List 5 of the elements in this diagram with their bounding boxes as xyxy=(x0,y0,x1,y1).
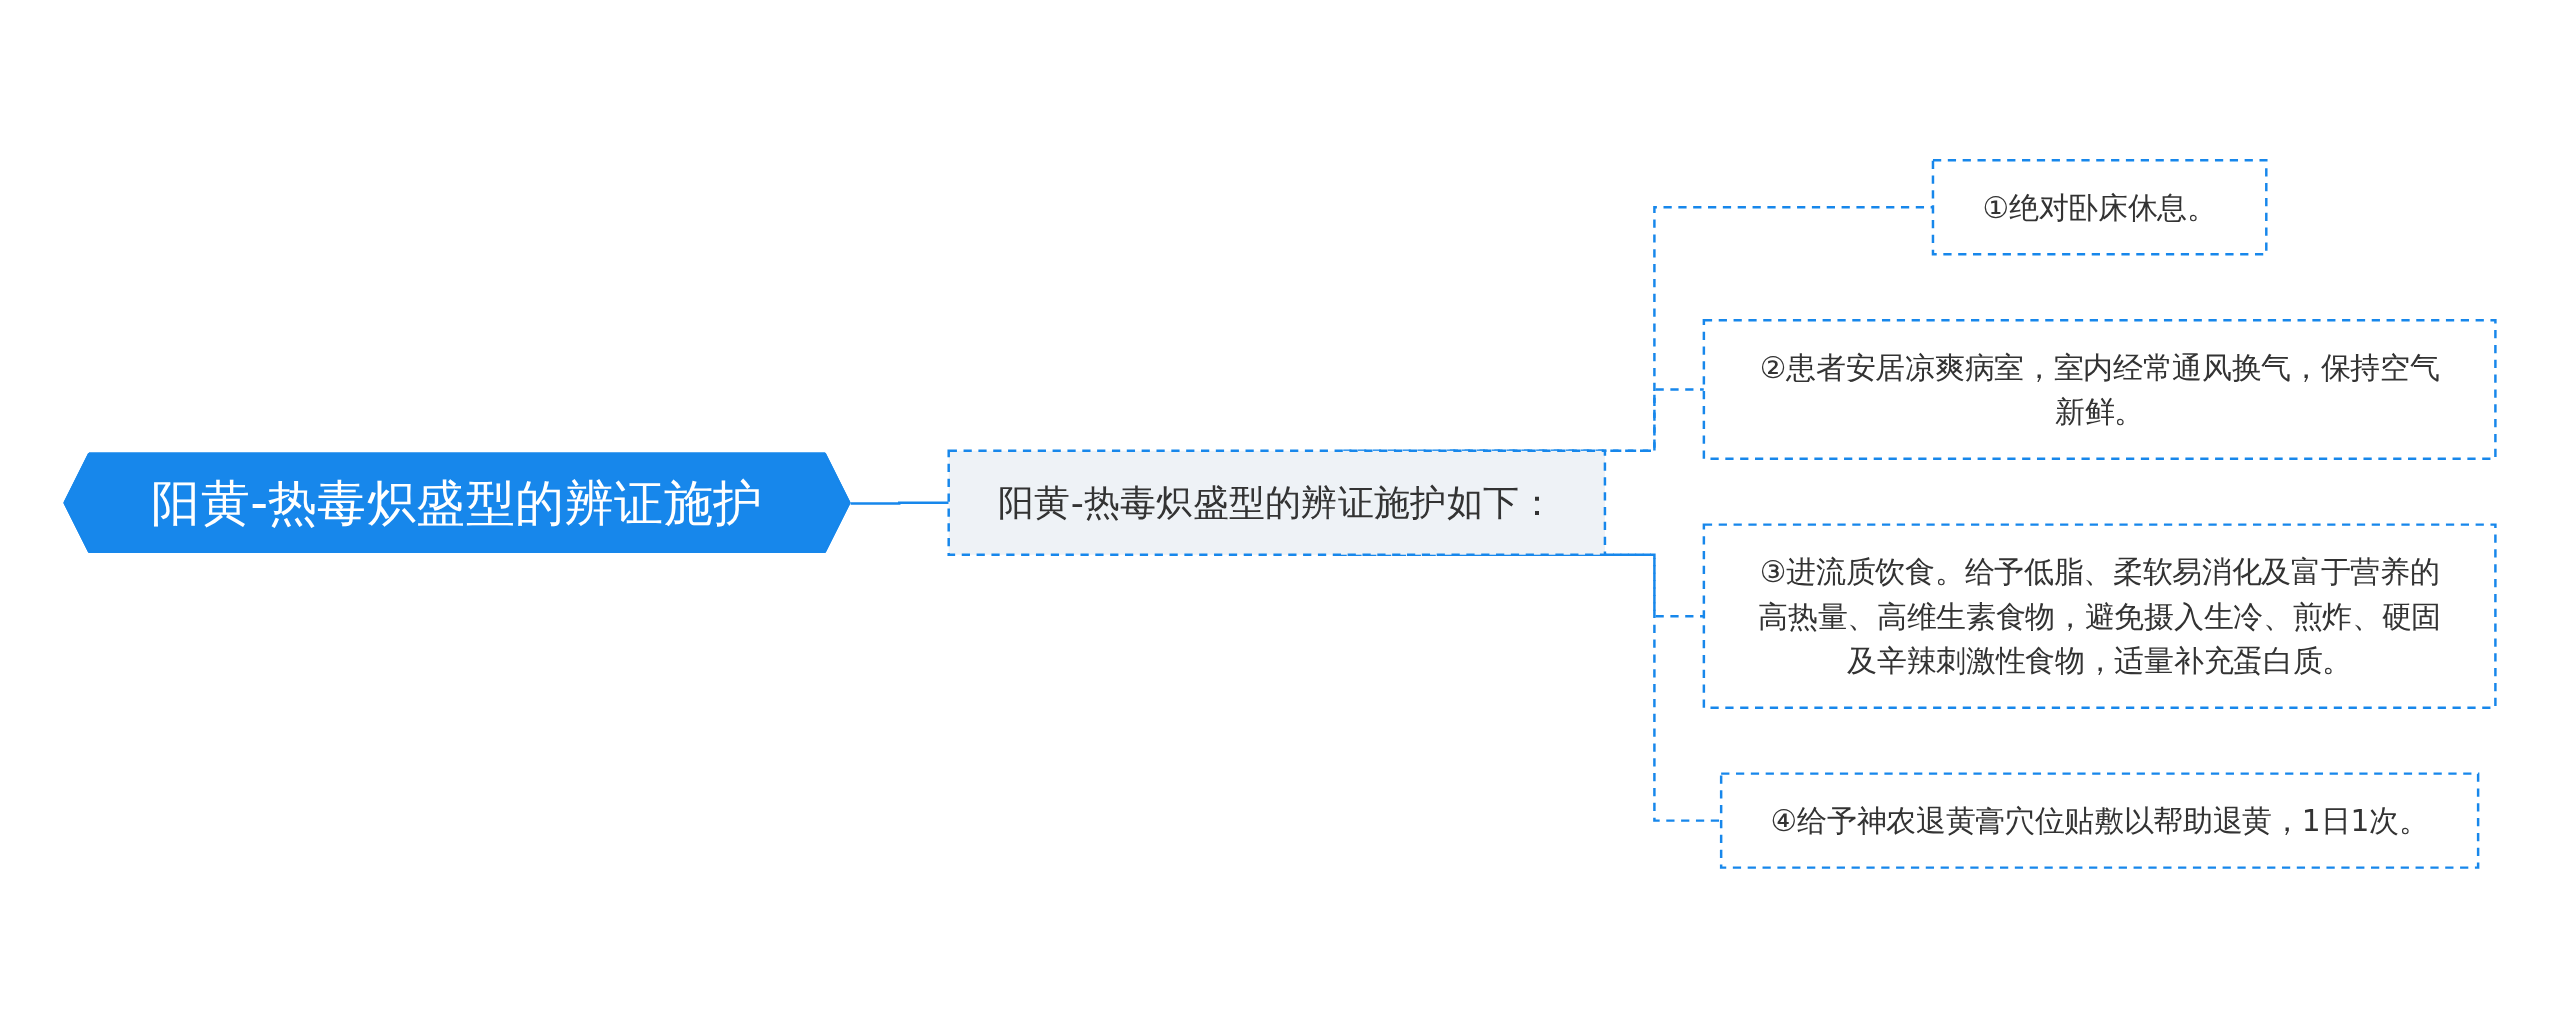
node-box: ④给予神农退黄膏穴位贴敷以帮助退黄，1日1次。 xyxy=(1720,772,2480,869)
node-box: 阳黄-热毒炽盛型的辨证施护如下： xyxy=(947,449,1607,557)
node-box: ①绝对卧床休息。 xyxy=(1931,159,2268,256)
node-box: ②患者安居凉爽病室，室内经常通风换气，保持空气新鲜。 xyxy=(1702,319,2497,460)
node-box: ③进流质饮食。给予低脂、柔软易消化及富于营养的高热量、高维生素食物，避免摄入生冷、煎炸、硬固及辛辣刺激性食物，适量补充蛋白质。 xyxy=(1702,523,2497,709)
